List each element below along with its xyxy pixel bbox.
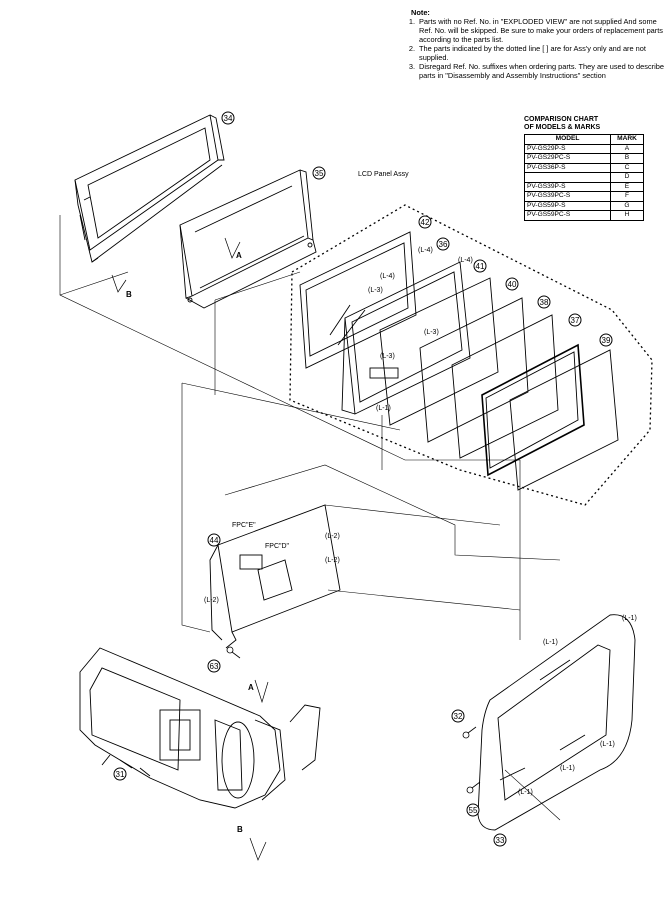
chart-title-line1: COMPARISON CHART: [524, 116, 599, 123]
callout-33: 33: [493, 833, 507, 847]
callout-35: 35: [312, 166, 326, 180]
svg-text:63: 63: [210, 662, 219, 671]
lock-tag: (L-2): [325, 557, 340, 564]
svg-text:38: 38: [540, 298, 549, 307]
callout-37: 37: [568, 313, 582, 327]
lock-tag: (L-4): [380, 273, 395, 280]
marker-b-frame: B: [126, 290, 132, 299]
screw-icon: [226, 646, 241, 659]
lcd-pcb: [209, 504, 341, 649]
note-number: 2.: [408, 44, 415, 53]
callout-41: 41: [473, 259, 487, 273]
lock-tag: (L-4): [458, 257, 473, 264]
callout-38: 38: [537, 295, 551, 309]
note-number: 1.: [408, 17, 415, 26]
backlight-unit: [481, 343, 585, 477]
lock-tag: (L-3): [368, 287, 383, 294]
lock-tag: (L-1): [560, 765, 575, 772]
lock-tag: (L-1): [518, 789, 533, 796]
lock-tag: (L-1): [543, 639, 558, 646]
svg-text:41: 41: [476, 262, 485, 271]
svg-text:31: 31: [116, 770, 125, 779]
callout-32: 32: [451, 709, 465, 723]
guide-lines: [59, 215, 561, 821]
note-text: Disregard Ref. No. suffixes when orderin…: [419, 62, 664, 80]
lock-tag: (L-4): [418, 247, 433, 254]
note-number: 3.: [408, 62, 415, 71]
lcd-bracket: [179, 169, 317, 309]
callout-55: 55: [466, 803, 480, 817]
note-text: Parts with no Ref. No. in "EXPLODED VIEW…: [419, 17, 664, 44]
lock-tag: (L-3): [424, 329, 439, 336]
callout-42: 42: [418, 215, 432, 229]
note-item: 2. The parts indicated by the dotted lin…: [403, 44, 665, 62]
screw-icon: [466, 781, 481, 794]
note-text: The parts indicated by the dotted line […: [419, 44, 646, 62]
svg-text:36: 36: [439, 240, 448, 249]
screw-icon: [462, 726, 477, 739]
fpc-d-label: FPC"D": [265, 543, 290, 550]
lock-tag: (L-1): [622, 615, 637, 622]
svg-text:34: 34: [224, 114, 233, 123]
lcd-front-frame: [74, 114, 225, 263]
diffuser-sheet: [379, 277, 499, 426]
notes-block: Note: 1. Parts with no Ref. No. in "EXPL…: [403, 8, 665, 80]
comparison-chart: COMPARISON CHART OF MODELS & MARKS MODEL…: [524, 116, 644, 221]
svg-text:33: 33: [496, 836, 505, 845]
svg-text:39: 39: [602, 336, 611, 345]
lcd-panel-assy-label: LCD Panel Assy: [358, 171, 409, 178]
callout-63: 63: [207, 659, 221, 673]
callout-44: 44: [207, 533, 221, 547]
callout-34: 34: [221, 111, 235, 125]
chart-title: COMPARISON CHART OF MODELS & MARKS: [524, 116, 644, 132]
notes-title: Note:: [411, 8, 430, 17]
marker-a-case: A: [248, 683, 254, 692]
marker-a-bracket: A: [236, 251, 242, 260]
lock-tag: (L-2): [325, 533, 340, 540]
screws: [226, 646, 481, 794]
lcd-panel-frame: [341, 261, 471, 415]
mark-cell: H: [610, 210, 644, 221]
lcd-rear-cover: [477, 614, 636, 831]
marker-b-case: B: [237, 825, 243, 834]
fpc-e-label: FPC"E": [232, 522, 256, 529]
lock-tag: (L-1): [376, 405, 391, 412]
lock-tag: (L-2): [204, 597, 219, 604]
prism-sheet: [419, 297, 529, 443]
callout-39: 39: [599, 333, 613, 347]
reflector-sheet: [451, 314, 559, 459]
lcd-case: [79, 647, 321, 809]
svg-text:42: 42: [421, 218, 430, 227]
note-item: 1. Parts with no Ref. No. in "EXPLODED V…: [403, 17, 665, 44]
lcd-glass-panel: [299, 231, 417, 369]
callout-36: 36: [436, 237, 450, 251]
svg-text:32: 32: [454, 712, 463, 721]
svg-text:55: 55: [469, 806, 478, 815]
svg-text:44: 44: [210, 536, 219, 545]
svg-text:37: 37: [571, 316, 580, 325]
callout-40: 40: [505, 277, 519, 291]
lock-tags: (L-4) (L-4) (L-4) (L-3) (L-3) (L-2) (L-2…: [204, 247, 637, 796]
svg-text:35: 35: [315, 169, 324, 178]
note-item: 3. Disregard Ref. No. suffixes when orde…: [403, 62, 665, 80]
callout-31: 31: [113, 767, 127, 781]
chart-title-line2: OF MODELS & MARKS: [524, 124, 601, 131]
lock-tag: (L-1): [600, 741, 615, 748]
callouts: 34 35 42 36 41 40 38 37 39 44 63 31 33 3…: [113, 111, 613, 847]
marker-arrows: [111, 237, 269, 861]
rear-sheet: [509, 349, 619, 491]
svg-text:40: 40: [508, 280, 517, 289]
lock-tag: (L-3): [380, 353, 395, 360]
